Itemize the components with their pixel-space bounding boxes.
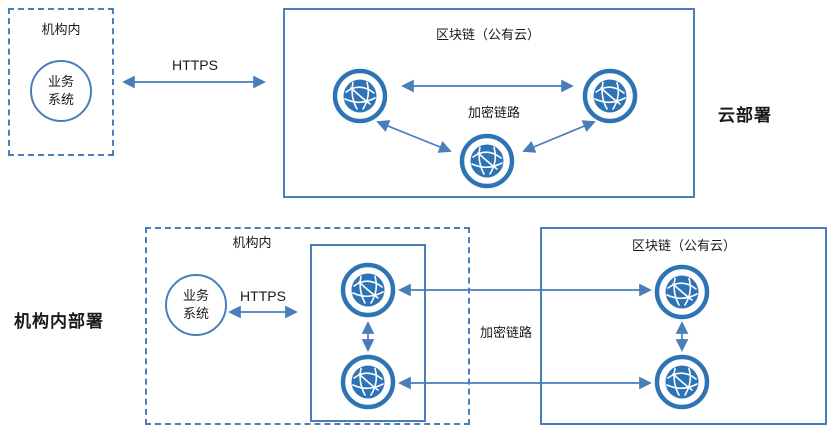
blockchain-node-icon (582, 68, 638, 124)
top-business-system-circle: 业务 系统 (30, 60, 92, 122)
cloud-deployment-section-label: 云部署 (718, 106, 772, 125)
blockchain-node-icon (332, 68, 388, 124)
bottom-blockchain-box-title: 区块链（公有云） (631, 238, 736, 253)
bottom-inner-node-box (310, 244, 426, 422)
bottom-encrypted-link-label: 加密链路 (479, 325, 532, 340)
top-business-system-label: 业务 系统 (47, 74, 74, 107)
top-https-label: HTTPS (172, 57, 218, 73)
bottom-org-box-label: 机构内 (232, 235, 272, 250)
blockchain-node-icon (459, 133, 515, 189)
bottom-business-system-label: 业务 系统 (182, 288, 209, 321)
top-org-box-label: 机构内 (41, 22, 81, 37)
blockchain-node-icon (340, 354, 396, 410)
bottom-https-label: HTTPS (240, 288, 286, 304)
blockchain-node-icon (654, 264, 710, 320)
top-org-box (8, 8, 114, 156)
blockchain-node-icon (654, 354, 710, 410)
top-encrypted-link-label: 加密链路 (467, 105, 520, 120)
blockchain-node-icon (340, 262, 396, 318)
top-blockchain-box (283, 8, 695, 198)
bottom-business-system-circle: 业务 系统 (165, 274, 227, 336)
bottom-blockchain-box (540, 227, 827, 425)
top-blockchain-box-title: 区块链（公有云） (435, 27, 540, 42)
org-deployment-section-label: 机构内部署 (14, 312, 104, 331)
bottom-org-box (145, 227, 470, 425)
